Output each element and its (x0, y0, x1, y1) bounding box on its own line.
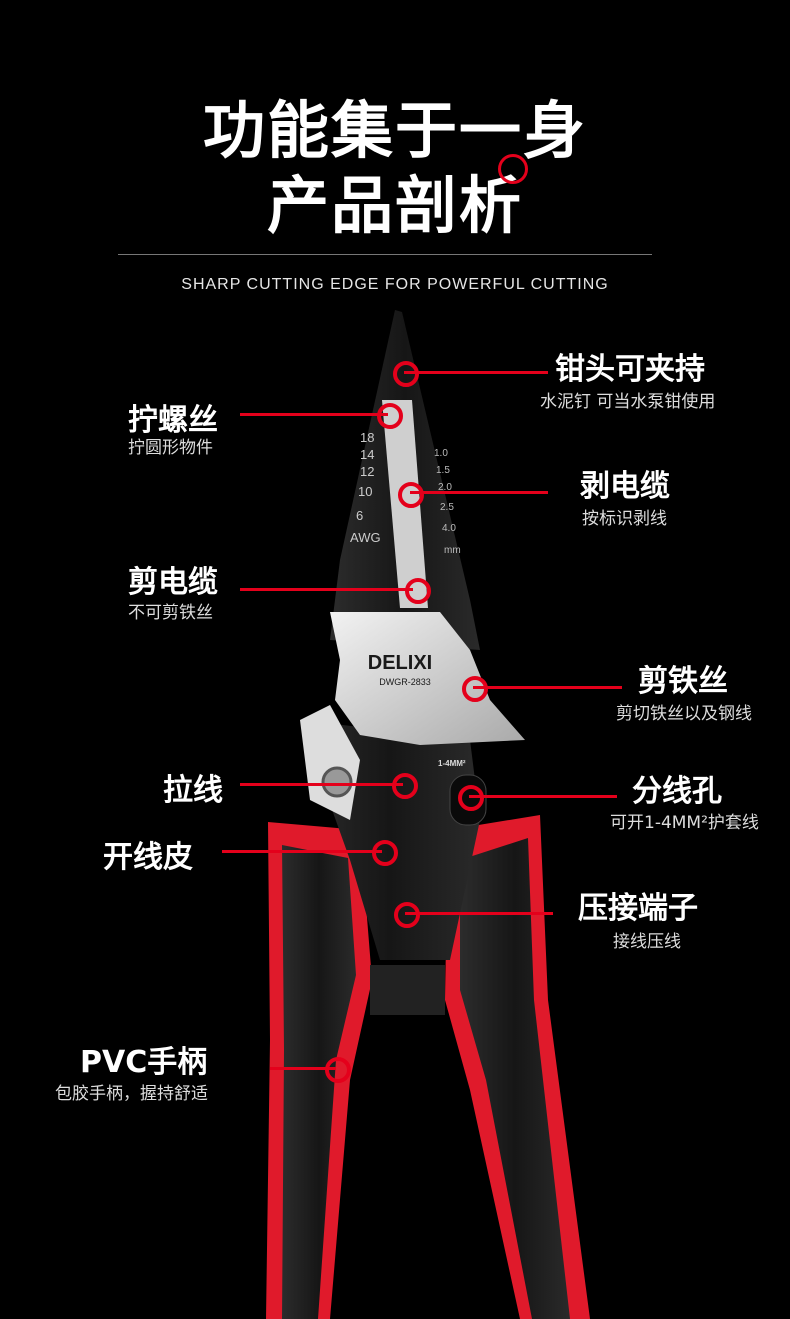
marker-circle (394, 902, 420, 928)
callout-desc: 水泥钉 可当水泵钳使用 (540, 392, 716, 412)
awg-label: 18 (360, 430, 374, 445)
callout-title: 开线皮 (103, 840, 193, 875)
hole-label: 1-4MM² (438, 759, 466, 768)
callout-desc: 包胶手柄，握持舒适 (55, 1084, 208, 1104)
marker-circle (377, 403, 403, 429)
title-line-1: 功能集于一身 (202, 94, 587, 167)
marker-circle (325, 1057, 351, 1083)
callout-title: 剪铁丝 (638, 664, 728, 699)
callout-desc: 拧圆形物件 (128, 438, 213, 458)
callout-desc: 接线压线 (613, 932, 681, 952)
pliers-head (330, 612, 525, 745)
callout-desc: 剪切铁丝以及钢线 (616, 704, 752, 724)
mm-label: 2.5 (440, 502, 454, 513)
awg-label: 12 (360, 464, 374, 479)
marker-circle (392, 773, 418, 799)
mm-label: 1.5 (436, 465, 450, 476)
mm-label: mm (444, 545, 461, 556)
marker-circle (372, 840, 398, 866)
callout-desc: 按标识剥线 (582, 509, 667, 529)
brand-logo: DELIXI (368, 652, 432, 674)
callout-desc: 不可剪铁丝 (128, 603, 213, 623)
callout-title: 拉线 (163, 773, 223, 808)
mm-label: 2.0 (438, 482, 452, 493)
title-accent-circle (498, 154, 528, 184)
mm-label: 1.0 (434, 448, 448, 459)
title-divider (118, 254, 652, 255)
subtitle: SHARP CUTTING EDGE FOR POWERFUL CUTTING (181, 276, 609, 293)
marker-circle (458, 785, 484, 811)
marker-circle (462, 676, 488, 702)
awg-label: 6 (356, 508, 363, 523)
title-line-2: 产品剖析 (266, 169, 523, 242)
callout-title: 拧螺丝 (128, 403, 218, 438)
callout-desc: 可开1-4MM²护套线 (610, 813, 759, 833)
mm-label: 4.0 (442, 523, 456, 534)
marker-circle (398, 482, 424, 508)
callout-title: 剪电缆 (128, 565, 218, 600)
awg-label: 14 (360, 447, 374, 462)
awg-label: 10 (358, 484, 372, 499)
marker-circle (393, 361, 419, 387)
callout-title: 分线孔 (632, 774, 722, 809)
callout-title: 钳头可夹持 (555, 352, 705, 387)
callout-title: 压接端子 (578, 891, 698, 926)
marker-circle (405, 578, 431, 604)
awg-label: AWG (350, 530, 381, 545)
callout-title: PVC手柄 (80, 1045, 208, 1080)
callout-title: 剥电缆 (580, 469, 670, 504)
model-number: DWGR-2833 (379, 677, 431, 687)
